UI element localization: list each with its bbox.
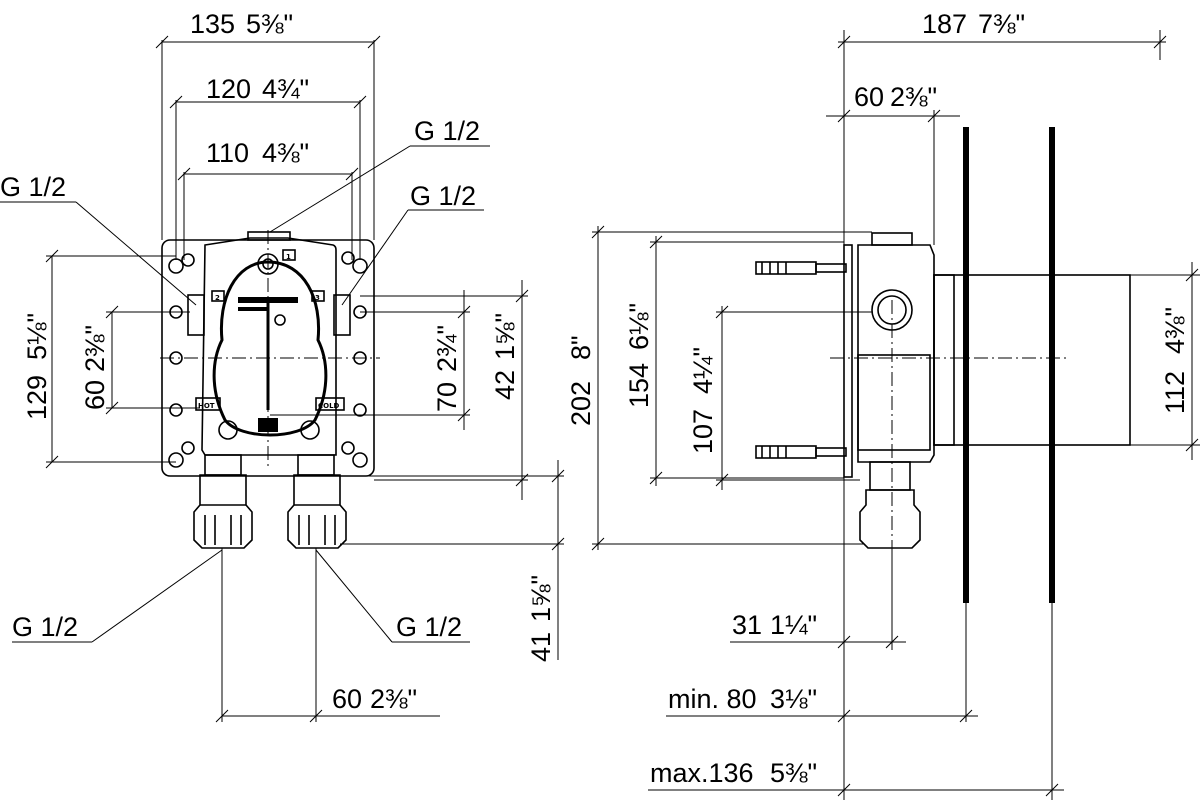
side-bottom-dimension-lines [648, 477, 1064, 800]
thread-left-label: G 1/2 [0, 172, 66, 202]
dim-60-outlets: 60 [332, 684, 362, 714]
hot-inlet-hole [218, 420, 238, 440]
dim-129-in: 5⅛" [22, 313, 52, 360]
dim-120-in: 4¾" [262, 74, 309, 104]
thread-bottom-right-label: G 1/2 [396, 612, 462, 642]
port-1-badge [282, 249, 296, 261]
thread-right-label: G 1/2 [410, 181, 476, 211]
wall-plate-min [963, 127, 969, 603]
right-dimension-lines [270, 280, 565, 660]
bottom-dimension-lines [215, 548, 440, 723]
dim-107-in: 4¼" [688, 347, 718, 394]
right-port-stub [333, 294, 351, 336]
dim-187-in: 7⅜" [978, 9, 1025, 39]
hot-label: HOT [198, 402, 215, 410]
dim-110-in: 4⅜" [262, 138, 309, 168]
dim-min-80-in: 3⅛" [770, 684, 817, 714]
wall-plate-max [1049, 127, 1055, 603]
outlet-left [193, 454, 253, 549]
dim-60-side: 60 [854, 82, 884, 112]
hot-badge [195, 397, 221, 411]
dim-60-vertical-in: 2⅜" [80, 325, 110, 372]
dim-110: 110 [206, 138, 249, 168]
dim-70: 70 [432, 382, 462, 412]
port-1-label: 1 [286, 253, 291, 261]
cold-inlet-hole [300, 420, 320, 440]
anchor-bolts [755, 261, 847, 459]
thread-bottom-left-label: G 1/2 [12, 612, 78, 642]
dim-60-side-in: 2⅜" [890, 82, 937, 112]
side-top-dimension-lines [826, 30, 1167, 245]
port-3-label: 3 [315, 294, 320, 302]
thread-leaders [0, 145, 490, 643]
top-dimension-lines [155, 35, 381, 260]
dim-max-136-in: 5⅜" [770, 758, 817, 788]
dim-31: 31 [732, 610, 762, 640]
side-mounting-plate [843, 244, 853, 478]
dim-135-in: 5⅜" [246, 9, 293, 39]
thread-top-label: G 1/2 [414, 116, 480, 146]
dim-min-80: min. 80 [668, 684, 757, 714]
dim-31-in: 1¼" [770, 610, 817, 640]
side-right-dimension-lines [1130, 262, 1200, 460]
dim-60-vertical: 60 [80, 380, 110, 410]
side-outlet [859, 461, 921, 549]
inner-cavity [212, 260, 328, 437]
port-2-label: 2 [215, 294, 220, 302]
dim-120: 120 [206, 74, 251, 104]
port-3-badge [311, 290, 325, 302]
outlet-right [287, 454, 347, 549]
left-dimension-lines [45, 249, 200, 469]
plate-screws [168, 251, 368, 468]
dim-112-in: 4⅜" [1160, 307, 1190, 354]
top-port [247, 231, 291, 241]
dim-135: 135 [190, 9, 235, 39]
dim-41: 41 [526, 632, 556, 662]
dim-42-in: 1⅝" [490, 313, 520, 360]
side-left-dimension-lines [591, 225, 872, 551]
cold-badge [315, 397, 345, 411]
side-view: 187 7⅜" 60 2⅜" 202 8" 154 6⅛" 107 4¼" 11… [566, 9, 1200, 800]
dim-70-in: 2¾" [432, 325, 462, 372]
left-port-stub [187, 294, 205, 336]
dim-187: 187 [922, 9, 967, 39]
dim-max-136: max.136 [650, 758, 754, 788]
dim-129: 129 [22, 375, 52, 420]
dim-107: 107 [688, 409, 718, 454]
dim-202-in: 8" [566, 335, 596, 360]
dim-202: 202 [566, 381, 596, 426]
dim-154-in: 6⅛" [624, 303, 654, 350]
side-valve-body [857, 244, 935, 463]
dim-42: 42 [490, 370, 520, 400]
dim-41-in: 1⅝" [526, 575, 556, 622]
cold-label: COLD [318, 402, 340, 410]
front-view: 1 2 3 HOT COLD [0, 9, 565, 723]
dim-154: 154 [624, 363, 654, 408]
dim-112: 112 [1160, 371, 1190, 414]
dim-60-outlets-in: 2⅜" [370, 684, 417, 714]
port-2-badge [211, 290, 225, 302]
